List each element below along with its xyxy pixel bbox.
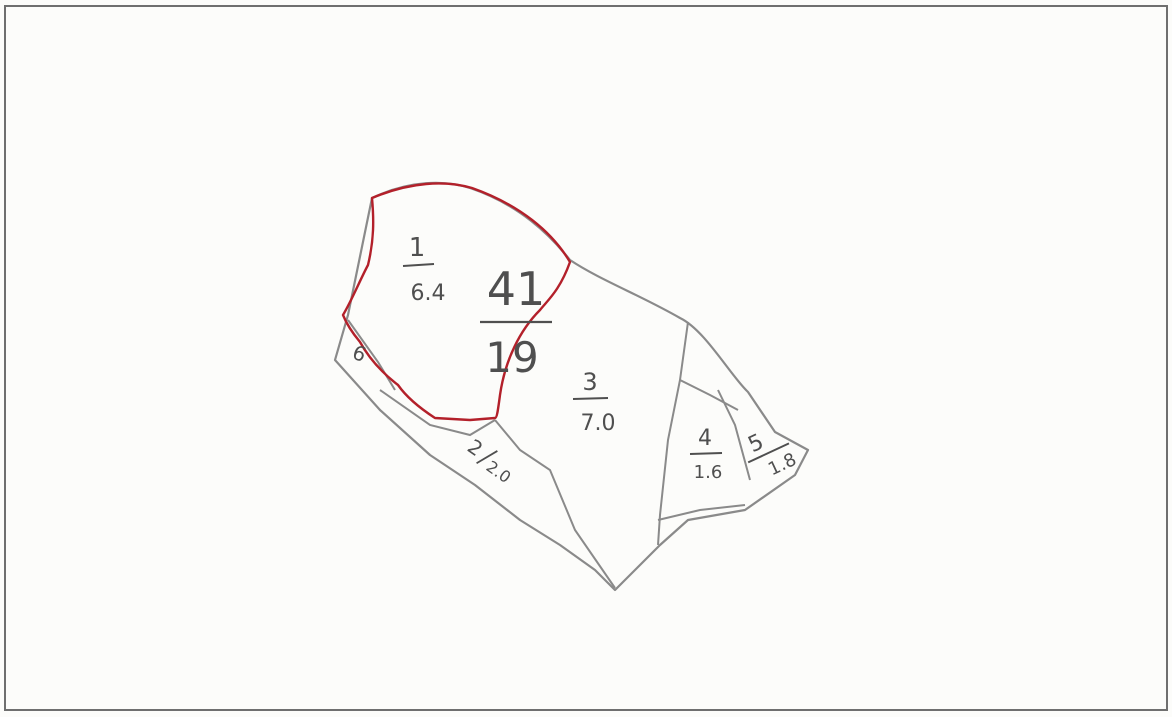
parcel-2-area: 2.0 xyxy=(483,457,515,487)
parcel-line-3-4 xyxy=(658,322,688,545)
parcel-4-area: 1.6 xyxy=(694,462,723,483)
parcel-1-area: 6.4 xyxy=(411,281,446,306)
parcel-3-area: 7.0 xyxy=(581,411,616,436)
parcel-4-fraction-bar xyxy=(690,453,722,454)
parcel-1-number: 1 xyxy=(409,233,426,263)
parcel-3-fraction-bar xyxy=(573,398,608,399)
parcel-line-2-top xyxy=(380,390,495,435)
parcel-3-number: 3 xyxy=(582,368,597,396)
parcel-line-4-top xyxy=(680,380,738,410)
outer-boundary xyxy=(335,183,808,590)
parcel-line-2-3 xyxy=(495,420,615,588)
parcel-4-number: 4 xyxy=(698,426,712,451)
plot-number-bottom: 19 xyxy=(485,333,538,382)
parcel-2-number: 2 xyxy=(463,434,487,461)
parcel-1-fraction-bar xyxy=(403,264,434,266)
plot-number-top: 41 xyxy=(487,262,546,316)
